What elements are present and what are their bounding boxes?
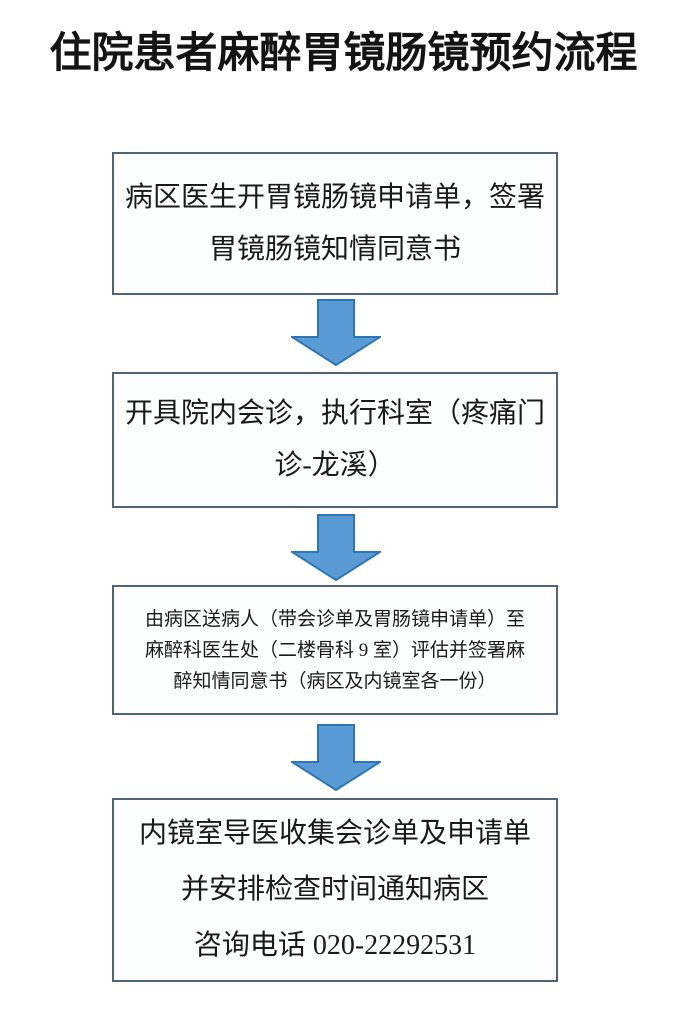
flow-step-2: 开具院内会诊，执行科室（疼痛门 诊-龙溪） xyxy=(112,372,558,508)
flow-step-4: 内镜室导医收集会诊单及申请单 并安排检查时间通知病区 咨询电话 020-2229… xyxy=(112,798,558,982)
flow-step-1-line-1: 病区医生开胃镜肠镜申请单，签署 xyxy=(124,181,545,213)
flow-step-3-line-1: 由病区送病人（带会诊单及胃肠镜申请单）至 xyxy=(144,608,525,630)
flow-step-2-line-1: 开具院内会诊，执行科室（疼痛门 xyxy=(124,398,545,429)
arrow-down-icon xyxy=(291,724,381,791)
flow-step-1: 病区医生开胃镜肠镜申请单，签署 胃镜肠镜知情同意书 xyxy=(112,152,558,295)
page-title: 住院患者麻醉胃镜肠镜预约流程 xyxy=(49,29,638,76)
flow-step-4-line-1: 内镜室导医收集会诊单及申请单 xyxy=(138,818,531,849)
flow-step-1-line-2: 胃镜肠镜知情同意书 xyxy=(208,233,461,265)
arrow-down-icon xyxy=(291,514,381,581)
flow-step-3-line-2: 麻醉科医生处（二楼骨科 9 室）评估并签署麻 xyxy=(144,639,525,661)
flow-step-2-line-2: 诊-龙溪） xyxy=(274,450,396,481)
flow-step-4-line-2: 并安排检查时间通知病区 xyxy=(180,874,489,905)
flow-step-3-line-3: 醉知情同意书（病区及内镜室各一份） xyxy=(173,670,497,692)
arrow-down-icon xyxy=(291,299,381,366)
flow-step-4-contact-phone: 咨询电话 020-22292531 xyxy=(193,930,477,961)
flow-step-3: 由病区送病人（带会诊单及胃肠镜申请单）至 麻醉科医生处（二楼骨科 9 室）评估并… xyxy=(112,585,558,715)
